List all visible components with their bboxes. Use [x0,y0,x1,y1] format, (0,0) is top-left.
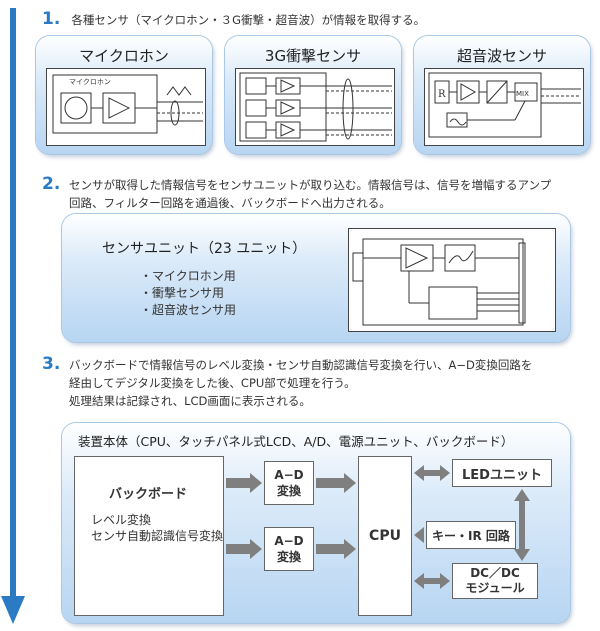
sensor-title: 超音波センサ [456,47,547,65]
dcdc-module-box: DC／DC モジュール [452,563,538,599]
sensor-unit-item: ・超音波センサ用 [140,303,237,317]
sensor-title: 3G衝撃センサ [264,47,362,65]
sensor-unit-schematic [348,228,556,332]
sensor-card-microphone: マイクロホン マイクロホン [36,36,212,154]
device-title: 装置本体（CPU、タッチパネル式LCD、A/D、電源ユニット、バックボード） [78,434,514,449]
ad-label: 変換 [276,483,301,498]
step-text-line2: 経由してデジタル変換をした後、CPU部で処理を行う。 [69,376,356,390]
flow-arrow [1,8,25,624]
ad-label: A−D [274,467,304,482]
sensor-unit-title: センサユニット（23 ユニット） [102,241,307,257]
cpu-label: CPU [369,528,401,544]
step-number: 2. [42,174,61,194]
key-ir-box: キー・IR 回路 [426,521,516,549]
backboard-line: センサ自動認識信号変換 [91,529,224,543]
svg-text:R: R [438,89,446,100]
step-text-line2: 回路、フィルター回路を通過後、バックボードへ出力される。 [69,196,391,210]
ad-label: A−D [274,533,304,548]
ultrasonic-schematic: R MIX [424,68,584,146]
sensor-title: マイクロホン [79,47,169,65]
microphone-schematic: マイクロホン [46,68,206,146]
sensor-unit-item: ・マイクロホン用 [140,269,236,283]
led-unit-box: LEDユニット [452,459,552,487]
backboard-title: バックボード [109,487,188,502]
backboard-box: バックボード レベル変換 センサ自動認識信号変換 [74,456,224,616]
step-text: 各種センサ（マイクロホン・３G衝撃・超音波）が情報を取得する。 [71,13,426,27]
sensor-unit-card: センサユニット（23 ユニット） ・マイクロホン用 ・衝撃センサ用 ・超音波セン… [62,214,570,342]
step-text-line1: センサが取得した情報信号をセンサユニットが取り込む。情報信号は、信号を増幅するア… [69,178,552,192]
step-text-line1: バックボードで情報信号のレベル変換・センサ自動認識信号変換を行い、A−D変換回路… [69,358,533,372]
device-card: 装置本体（CPU、タッチパネル式LCD、A/D、電源ユニット、バックボード） バ… [62,423,570,623]
shock-schematic [235,68,395,146]
backboard-line: レベル変換 [91,513,152,527]
sensor-card-ultrasonic: 超音波センサ R MIX [414,36,590,154]
cpu-box: CPU [358,456,412,616]
ad-converter-box-2: A−D 変換 [264,527,314,571]
ad-label: 変換 [276,549,301,564]
step-number: 1. [42,9,61,29]
dcdc-label: モジュール [465,581,525,595]
mix-label: MIX [516,90,529,98]
key-label: キー・IR 回路 [432,528,510,543]
step-text-line3: 処理結果は記録され、LCD画面に表示される。 [69,394,311,408]
inner-label: マイクロホン [69,78,111,86]
sensor-unit-item: ・衝撃センサ用 [140,286,225,300]
step-1: 1. 各種センサ（マイクロホン・３G衝撃・超音波）が情報を取得する。 [42,9,425,29]
sensor-card-shock: 3G衝撃センサ [225,36,401,154]
dcdc-label: DC／DC [470,566,520,580]
led-label: LEDユニット [462,467,542,483]
step-number: 3. [42,354,61,374]
connection-arrows [226,465,530,589]
ad-converter-box-1: A−D 変換 [264,461,314,505]
